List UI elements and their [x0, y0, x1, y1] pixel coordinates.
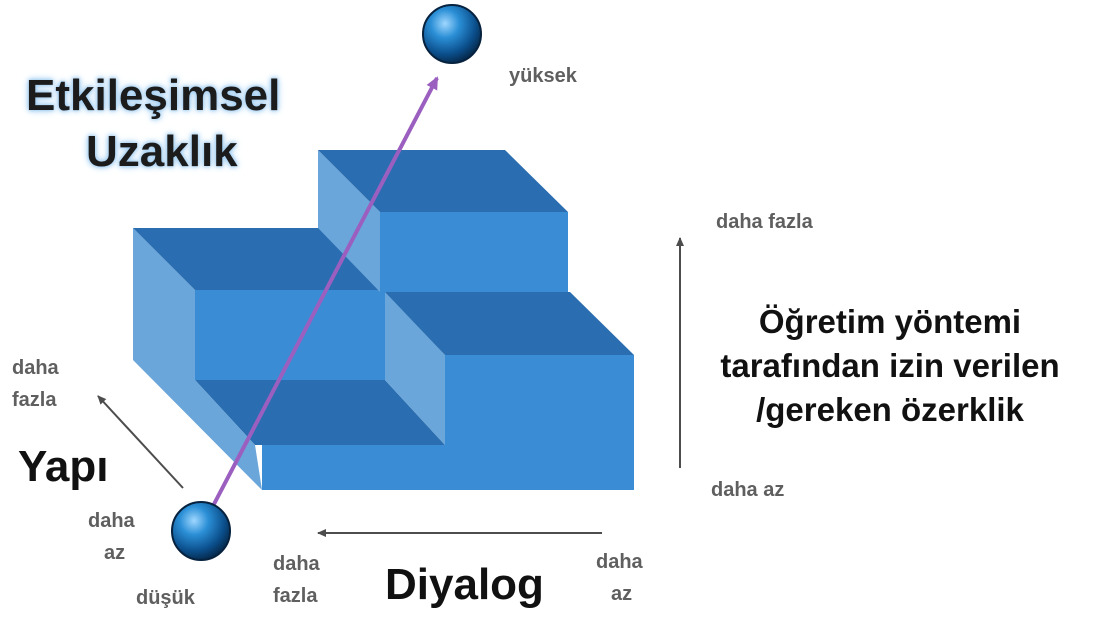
structure-more-line-2: fazla — [12, 389, 57, 411]
middle-left-top-face — [133, 228, 385, 290]
structure-more-line-1: daha — [12, 357, 59, 379]
dialog-label: Diyalog — [385, 560, 544, 609]
distance-diagonal-arrow — [211, 76, 439, 507]
middle-divider-side-face — [385, 290, 445, 445]
dialog-more-line-1: daha — [273, 553, 320, 575]
autonomy-label-line-2: tarafından izin verilen — [720, 347, 1060, 384]
structure-less-line-1: daha — [88, 510, 135, 532]
structure-axis-arrow — [97, 395, 184, 489]
right-middle-top-face — [385, 292, 634, 355]
left-side-face — [133, 228, 262, 490]
structure-less-line-2: az — [104, 542, 126, 564]
top-tower-side-face — [318, 150, 380, 292]
top-tower-front-face — [380, 212, 568, 292]
top-tower-top-face — [318, 150, 568, 212]
low-label: düşük — [136, 587, 195, 609]
bottom-front-face — [262, 445, 634, 490]
title-line-1: Etkileşimsel — [26, 71, 281, 120]
dialog-less-line-2: az — [611, 583, 633, 605]
autonomy-more-label: daha fazla — [716, 211, 813, 233]
high-sphere-icon — [422, 4, 482, 64]
high-label: yüksek — [509, 65, 577, 87]
middle-left-front-face — [195, 290, 385, 380]
autonomy-label-line-1: Öğretim yöntemi — [758, 303, 1022, 340]
autonomy-label-line-3: /gereken özerklik — [756, 391, 1024, 428]
low-sphere-icon — [171, 501, 231, 561]
dialog-less-line-1: daha — [596, 551, 643, 573]
right-middle-front-face — [445, 355, 634, 445]
structure-label: Yapı — [18, 442, 109, 491]
stepped-block-structure — [133, 150, 634, 490]
floor-top-face — [195, 380, 445, 445]
dialog-more-line-2: fazla — [273, 585, 318, 607]
title-line-2: Uzaklık — [86, 127, 238, 176]
autonomy-less-label: daha az — [711, 479, 785, 501]
